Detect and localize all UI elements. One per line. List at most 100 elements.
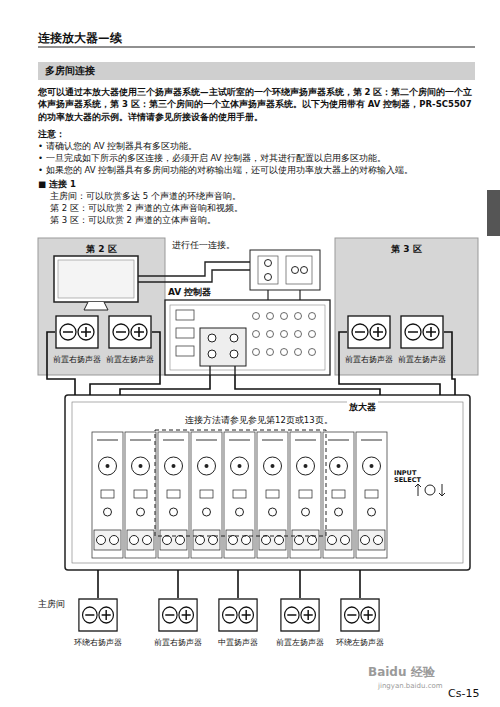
rca-input (335, 508, 343, 516)
text-label: INPUT SELECT (394, 470, 444, 485)
speaker: 前置右扬声器 (347, 315, 391, 349)
xlr-pin (304, 464, 308, 468)
speaker-box (348, 316, 390, 348)
speaker-terminal (262, 536, 271, 545)
xlr-pin (238, 464, 242, 468)
speaker-box (56, 316, 98, 348)
panel-marking (262, 439, 283, 441)
xlr-pin (106, 464, 110, 468)
speaker-terminal (110, 536, 119, 545)
zone-ground (335, 238, 478, 375)
rear-jack (281, 331, 288, 338)
rear-jack (253, 349, 260, 356)
text-label: 注意： (38, 129, 65, 141)
speaker-label: 前置左扬声器 (398, 354, 446, 365)
rear-jack (309, 349, 316, 356)
panel-marking (328, 439, 349, 441)
channel-cell (158, 432, 189, 558)
rear-connector (176, 346, 194, 356)
xlr-pin (205, 464, 209, 468)
rear-jack (295, 349, 302, 356)
side-tab (487, 190, 500, 236)
rear-jack (253, 313, 260, 320)
speaker: 前置左扬声器 (280, 598, 320, 632)
input-switch (266, 490, 279, 498)
rca-input (137, 508, 145, 516)
rca-input (269, 508, 277, 516)
speaker-icon (218, 598, 258, 632)
amplifier-panel (65, 395, 470, 570)
jack-group (286, 256, 312, 284)
watermark: Baidu 经验 (368, 664, 435, 681)
rca-input (104, 508, 112, 516)
rear-jack (309, 331, 316, 338)
xlr-input (297, 457, 315, 475)
input-switch (365, 490, 378, 498)
text-label: • 一旦完成如下所示的多区连接，必须开启 AV 控制器，对其进行配置以启用多区功… (38, 153, 475, 165)
rear-jack (253, 331, 260, 338)
polarity-sign (165, 610, 190, 620)
speaker-label: 前置右扬声器 (345, 354, 393, 365)
panel-marking (229, 439, 250, 441)
speaker-wire (235, 375, 380, 395)
speaker-terminal (361, 536, 370, 545)
terminal-block (94, 530, 121, 550)
speaker-label: 环绕右扬声器 (74, 637, 122, 648)
channel-cell (92, 432, 123, 558)
xlr-input (264, 457, 282, 475)
panel-marking (163, 439, 184, 441)
jack-panel (250, 250, 320, 290)
xlr-input (132, 457, 150, 475)
rear-jack (309, 313, 316, 320)
node-text: 放大器 (347, 401, 378, 414)
text-label: 第 3 区：可以欣赏 2 声道的立体声音响。 (50, 215, 216, 227)
speaker-terminal (130, 536, 139, 545)
speaker-terminal (341, 536, 350, 545)
speaker-label: 中置扬声器 (218, 637, 258, 648)
power-amplifier: 放大器连接方法请参见参见第12页或13页。 (65, 395, 470, 570)
speaker-icon (340, 598, 380, 632)
xlr-input (99, 457, 117, 475)
panel-cable (268, 290, 300, 300)
rear-jack (281, 313, 288, 320)
panel-marking (97, 439, 118, 441)
input-switch (200, 490, 213, 498)
speaker-terminal (196, 536, 205, 545)
text-label: 第 2 区：可以欣赏 2 声道的立体声音响和视频。 (50, 203, 243, 215)
rca-input (302, 508, 310, 516)
terminal-block (127, 530, 154, 550)
channel-cell (323, 432, 354, 558)
speaker-terminal (308, 536, 317, 545)
video-cable (138, 262, 250, 276)
speaker-label: 前置左扬声器 (106, 354, 154, 365)
input-switch (299, 490, 312, 498)
rca-input (368, 508, 376, 516)
speaker-terminal (143, 536, 152, 545)
panel-marking (130, 439, 151, 441)
speaker-box (341, 599, 379, 631)
rear-jack (267, 349, 274, 356)
xlr-pin (370, 464, 374, 468)
xlr-input (198, 457, 216, 475)
polarity-sign (355, 327, 383, 337)
speaker-icon (158, 598, 198, 632)
speaker: 前置右扬声器 (55, 315, 99, 349)
input-switch (134, 490, 147, 498)
speaker: 前置右扬声器 (158, 598, 198, 632)
speaker-wire (97, 570, 99, 598)
rear-connector (176, 310, 194, 320)
xlr-input (231, 457, 249, 475)
polarity-sign (116, 327, 144, 337)
tv-stand (84, 302, 108, 310)
tv-screen (58, 260, 134, 298)
jack-rows (176, 310, 316, 356)
channel-cell (224, 432, 255, 558)
speaker-icon (400, 315, 444, 349)
xlr-pin (172, 464, 176, 468)
rca-input (170, 508, 178, 516)
input-switch (233, 490, 246, 498)
xlr-input (363, 457, 381, 475)
amplifier-panel (72, 402, 463, 563)
speaker-terminal (209, 536, 218, 545)
rca-jack (208, 350, 216, 358)
